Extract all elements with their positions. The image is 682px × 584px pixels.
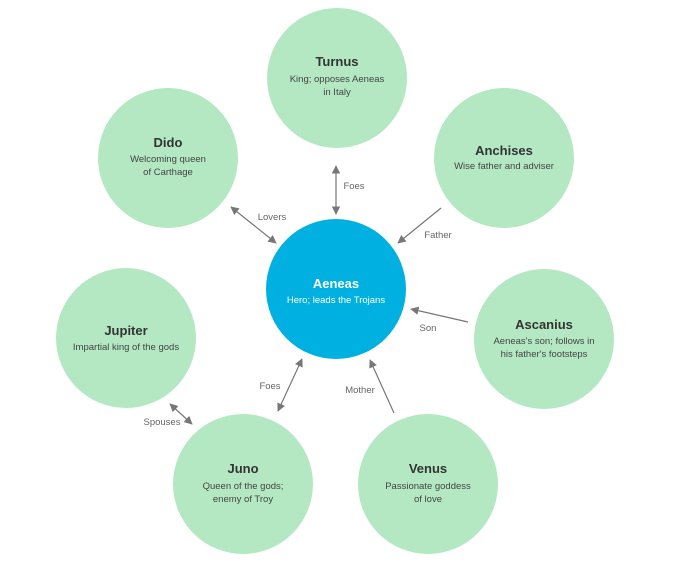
edge-label-foes-juno: Foes bbox=[259, 381, 280, 392]
node-aeneas: Aeneas Hero; leads the Trojans bbox=[266, 219, 406, 359]
node-title-venus: Venus bbox=[409, 461, 447, 476]
edge-label-lovers: Lovers bbox=[258, 212, 287, 223]
node-circle-anchises bbox=[434, 88, 574, 228]
node-desc-jupiter-1: Impartial king of the gods bbox=[73, 342, 179, 353]
edge-line-jupiter-juno bbox=[169, 403, 193, 425]
edge-line-venus-aeneas bbox=[369, 359, 395, 414]
node-jupiter: Jupiter Impartial king of the gods bbox=[56, 268, 196, 408]
edge-dido-aeneas: Lovers bbox=[230, 206, 287, 244]
node-desc-juno-2: enemy of Troy bbox=[213, 494, 273, 505]
node-desc-dido-2: of Carthage bbox=[143, 167, 193, 178]
node-title-turnus: Turnus bbox=[315, 54, 358, 69]
edge-label-spouses: Spouses bbox=[144, 417, 181, 428]
edge-line-ascanius-aeneas bbox=[410, 306, 469, 323]
node-desc-anchises-1: Wise father and adviser bbox=[454, 161, 554, 172]
node-turnus: Turnus King; opposes Aeneas in Italy bbox=[267, 8, 407, 148]
node-circle-juno bbox=[173, 414, 313, 554]
node-desc-ascanius-1: Aeneas's son; follows in bbox=[493, 336, 594, 347]
node-circle-dido bbox=[98, 88, 238, 228]
node-desc-venus-2: of love bbox=[414, 494, 442, 505]
edge-ascanius-aeneas: Son bbox=[410, 306, 469, 334]
node-desc-dido-1: Welcoming queen bbox=[130, 154, 206, 165]
node-circle-venus bbox=[358, 414, 498, 554]
node-juno: Juno Queen of the gods; enemy of Troy bbox=[173, 414, 313, 554]
edge-jupiter-juno: Spouses bbox=[144, 403, 193, 428]
node-desc-ascanius-2: his father's footsteps bbox=[501, 349, 588, 360]
node-desc-turnus-1: King; opposes Aeneas bbox=[290, 74, 385, 85]
edge-line-anchises-aeneas bbox=[397, 207, 442, 244]
edge-label-son: Son bbox=[420, 323, 437, 334]
node-desc-aeneas-1: Hero; leads the Trojans bbox=[287, 295, 385, 306]
node-desc-venus-1: Passionate goddess bbox=[385, 481, 471, 492]
edge-juno-aeneas: Foes bbox=[259, 358, 303, 412]
node-circle-aeneas bbox=[266, 219, 406, 359]
node-circle-turnus bbox=[267, 8, 407, 148]
node-desc-juno-1: Queen of the gods; bbox=[203, 481, 284, 492]
node-title-aeneas: Aeneas bbox=[313, 276, 359, 291]
node-ascanius: Ascanius Aeneas's son; follows in his fa… bbox=[474, 269, 614, 409]
node-title-ascanius: Ascanius bbox=[515, 317, 573, 332]
edge-label-mother: Mother bbox=[345, 385, 375, 396]
node-dido: Dido Welcoming queen of Carthage bbox=[98, 88, 238, 228]
edge-line-juno-aeneas bbox=[277, 358, 303, 412]
edge-venus-aeneas: Mother bbox=[345, 359, 395, 414]
node-anchises: Anchises Wise father and adviser bbox=[434, 88, 574, 228]
node-title-jupiter: Jupiter bbox=[104, 323, 147, 338]
node-circle-jupiter bbox=[56, 268, 196, 408]
edge-turnus-aeneas: Foes bbox=[331, 165, 365, 215]
edge-anchises-aeneas: Father bbox=[397, 207, 452, 244]
node-venus: Venus Passionate goddess of love bbox=[358, 414, 498, 554]
node-title-anchises: Anchises bbox=[475, 143, 533, 158]
node-title-juno: Juno bbox=[227, 461, 258, 476]
node-circle-ascanius bbox=[474, 269, 614, 409]
node-desc-turnus-2: in Italy bbox=[323, 87, 351, 98]
node-title-dido: Dido bbox=[154, 135, 183, 150]
edge-label-foes-turnus: Foes bbox=[343, 181, 364, 192]
edge-line-dido-aeneas bbox=[230, 206, 277, 244]
edge-label-father: Father bbox=[424, 230, 451, 241]
